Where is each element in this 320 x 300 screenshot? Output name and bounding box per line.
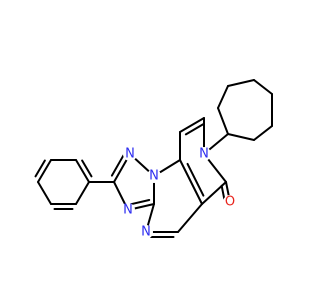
bond-line-33 — [217, 107, 229, 135]
bond-line-34 — [217, 85, 229, 109]
atom-label-n-triazole-bottom: N — [123, 203, 133, 218]
atom-label-n-triazole-top: N — [125, 147, 135, 162]
atom-n-bridge: N — [147, 169, 161, 184]
atom-label-n-bridge: N — [149, 169, 159, 184]
atom-o-carbonyl: O — [223, 195, 237, 210]
bond-line-23 — [75, 159, 90, 183]
atom-label-o-carbonyl: O — [225, 195, 235, 210]
bond-line-21 — [220, 184, 226, 202]
bond-line-39 — [227, 133, 255, 141]
atom-label-n-pyridinone: N — [199, 147, 209, 162]
atom-layer: N N N N N O — [121, 147, 237, 240]
atom-n-pyrimidine: N — [139, 225, 153, 240]
atom-label-n-pyrimidine: N — [141, 225, 151, 240]
atom-n-pyridinone: N — [197, 147, 211, 162]
bond-layer — [34, 79, 273, 238]
bond-line-12 — [179, 159, 203, 205]
bond-line-28 — [37, 181, 52, 205]
bond-line-15 — [179, 117, 205, 133]
bond-line-11 — [177, 203, 203, 233]
bond-line-35 — [227, 79, 255, 87]
bond-line-16 — [184, 123, 205, 136]
bond-line-26 — [37, 159, 52, 183]
bond-line-31 — [75, 181, 90, 205]
bond-line-13 — [186, 162, 205, 197]
bond-line-2 — [110, 154, 125, 177]
molecule-structure: N N N N N O — [34, 79, 273, 240]
bond-line-38 — [253, 125, 273, 141]
bond-line-27 — [34, 159, 46, 178]
bond-line-24 — [81, 159, 93, 178]
atom-n-triazole-bottom: N — [121, 203, 135, 218]
bond-line-36 — [253, 79, 273, 95]
bond-line-5 — [129, 198, 151, 206]
atom-n-triazole-top: N — [123, 147, 137, 162]
